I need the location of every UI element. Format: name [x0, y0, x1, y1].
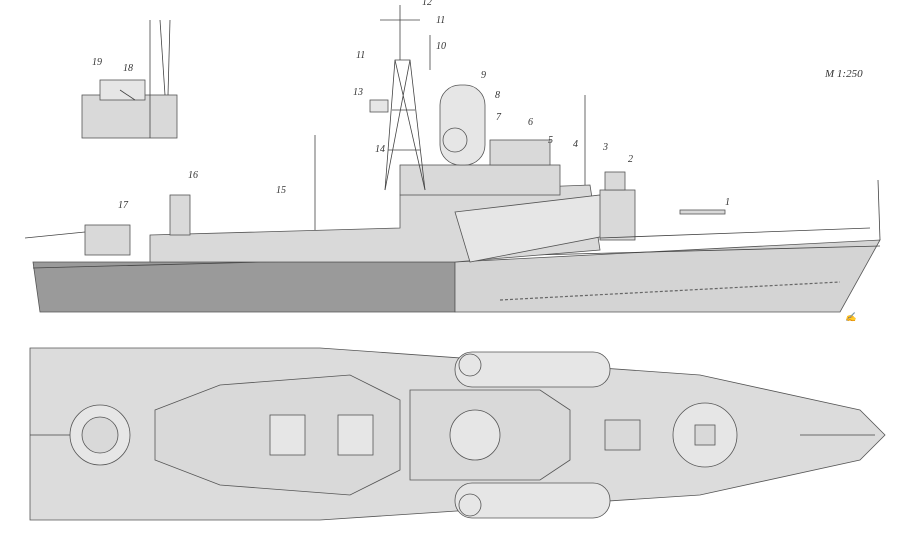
callout-9: 9 — [481, 70, 486, 81]
callout-11a: 11 — [436, 15, 445, 26]
callout-2: 2 — [628, 154, 633, 165]
hull-stern-dark — [32, 261, 456, 313]
callout-5: 5 — [548, 135, 553, 146]
callout-13: 13 — [353, 87, 363, 98]
callout-14: 14 — [375, 144, 385, 155]
callout-3: 3 — [602, 142, 608, 153]
callout-12: 12 — [422, 0, 432, 8]
inset-detail — [81, 19, 178, 139]
callout-10: 10 — [436, 41, 446, 52]
callout-19: 19 — [92, 57, 102, 68]
hull-bow-light — [454, 239, 881, 313]
launcher-bottom — [454, 482, 611, 519]
side-view — [24, 5, 881, 313]
callout-18: 18 — [123, 63, 133, 74]
callout-1: 1 — [725, 197, 730, 208]
signature: ✍ — [845, 312, 858, 322]
callout-7: 7 — [496, 112, 502, 123]
callout-4: 4 — [573, 139, 578, 150]
launcher-top — [454, 351, 611, 388]
callout-17: 17 — [118, 200, 129, 211]
callout-11b: 11 — [356, 50, 365, 61]
callout-labels: 1 2 3 4 5 6 7 8 9 10 11 11 12 13 14 15 1… — [92, 0, 730, 211]
callout-15: 15 — [276, 185, 286, 196]
callout-6: 6 — [528, 117, 533, 128]
gun-mount — [84, 224, 131, 256]
top-view — [29, 347, 886, 521]
scale-label: M 1:250 — [824, 68, 863, 80]
callout-16: 16 — [188, 170, 198, 181]
callout-8: 8 — [495, 90, 500, 101]
radar-dome — [439, 84, 486, 166]
